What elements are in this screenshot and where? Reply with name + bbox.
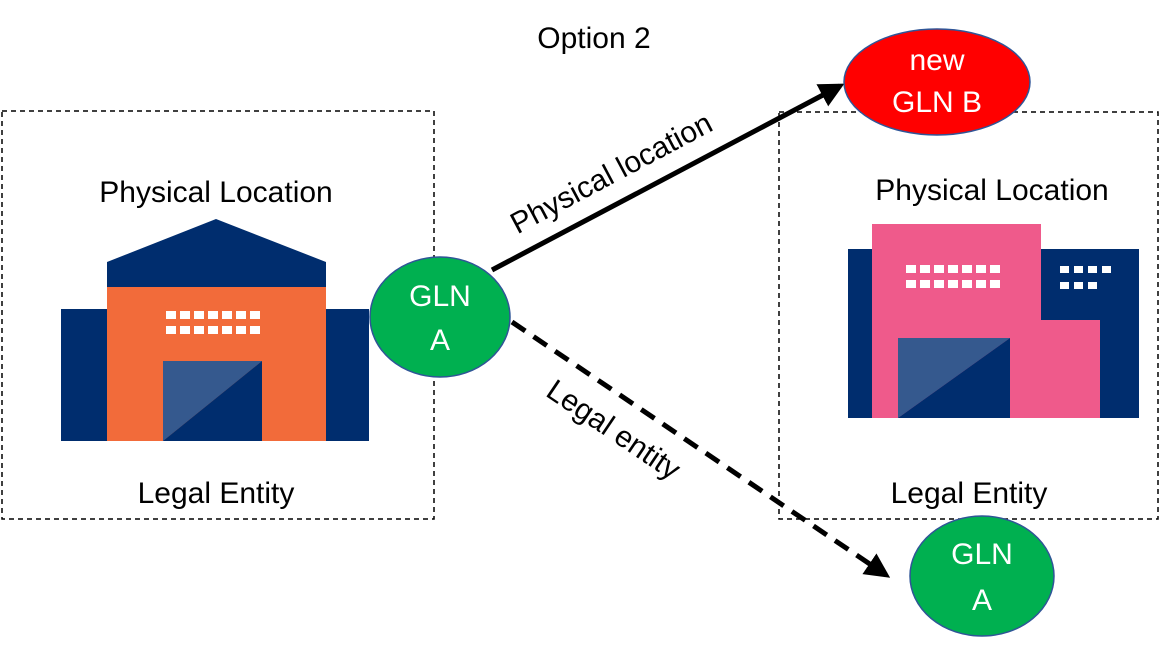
gln-a-center-line1: GLN — [409, 280, 471, 313]
left-legal-entity-label: Legal Entity — [138, 477, 295, 510]
gln-b-new-line1: new — [909, 44, 964, 77]
physical-location-arrow-label: Physical location — [505, 107, 718, 241]
gln-a-bottom-line2: A — [972, 584, 992, 617]
right-legal-entity-label: Legal Entity — [891, 477, 1048, 510]
diagram-title: Option 2 — [537, 22, 650, 55]
gln-b-new-node: new GLN B — [843, 28, 1031, 136]
gln-a-bottom-line1: GLN — [951, 538, 1013, 571]
physical-location-arrow — [490, 83, 845, 273]
legal-entity-arrow-label: Legal entity — [540, 374, 686, 487]
left-physical-location-label: Physical Location — [99, 176, 332, 209]
gln-a-center-line2: A — [430, 324, 450, 357]
gln-b-new-line2: GLN B — [892, 86, 982, 119]
right-building-icon — [848, 224, 1139, 418]
gln-a-bottom-node: GLN A — [909, 515, 1055, 637]
left-entity-box — [1, 110, 435, 520]
right-physical-location-label: Physical Location — [875, 174, 1108, 207]
legal-entity-arrow — [510, 319, 891, 578]
gln-a-center-node: GLN A — [369, 256, 511, 378]
left-warehouse-icon — [61, 219, 369, 441]
